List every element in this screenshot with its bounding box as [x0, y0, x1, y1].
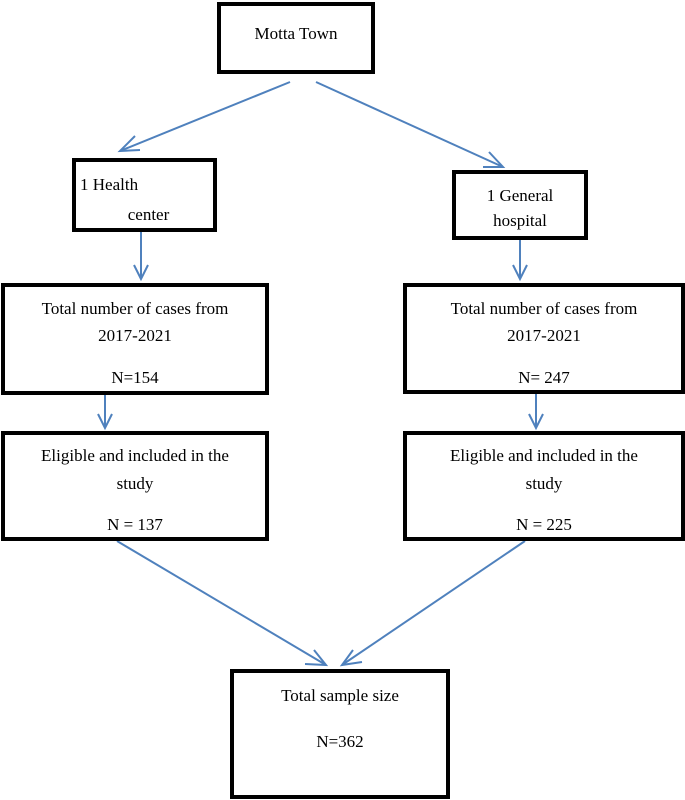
arrow-hc-total-to-eligible-head — [97, 413, 113, 431]
arrow-health-center-to-total-head — [133, 264, 149, 282]
node-gh-eligible: Eligible and included in the study N = 2… — [403, 431, 685, 541]
node-total-sample: Total sample size N=362 — [230, 669, 450, 799]
arrow-motta-to-general-hospital — [315, 81, 504, 168]
arrow-gh-total-to-eligible-head — [528, 413, 544, 431]
node-gh-eligible-line2: study — [525, 474, 563, 493]
arrow-gh-eligible-to-total-head — [339, 649, 363, 667]
node-gh-total-cases: Total number of cases from 2017-2021 N= … — [403, 283, 685, 394]
node-general-hospital-line2: hospital — [493, 211, 547, 230]
node-motta-town-label: Motta Town — [254, 24, 338, 43]
node-hc-eligible-line1: Eligible and included in the — [41, 446, 229, 465]
node-gh-total-cases-line2: 2017-2021 — [507, 326, 581, 345]
node-gh-eligible-line1: Eligible and included in the — [450, 446, 638, 465]
node-motta-town: Motta Town — [217, 2, 375, 74]
node-hc-eligible: Eligible and included in the study N = 1… — [1, 431, 269, 541]
node-general-hospital: 1 General hospital — [452, 170, 588, 240]
node-hc-total-cases: Total number of cases from 2017-2021 N=1… — [1, 283, 269, 395]
arrow-motta-to-health-center — [119, 81, 291, 152]
node-gh-total-cases-line1: Total number of cases from — [450, 299, 638, 318]
node-gh-eligible-count: N = 225 — [516, 515, 572, 534]
arrow-motta-to-general-hospital-head — [483, 151, 506, 168]
node-gh-total-cases-count: N= 247 — [518, 368, 570, 387]
arrow-hc-eligible-to-total — [116, 540, 327, 666]
node-health-center: 1 Health center — [72, 158, 217, 232]
node-hc-total-cases-line1: Total number of cases from — [41, 299, 229, 318]
node-general-hospital-line1: 1 General — [486, 186, 554, 205]
node-hc-total-cases-count: N=154 — [111, 368, 159, 387]
node-total-sample-count: N=362 — [316, 732, 364, 751]
node-total-sample-line1: Total sample size — [281, 686, 399, 705]
arrow-hc-eligible-to-total-head — [304, 649, 329, 667]
node-hc-total-cases-line2: 2017-2021 — [98, 326, 172, 345]
arrow-motta-to-health-center-head — [117, 135, 141, 153]
node-health-center-line2: center — [127, 205, 170, 224]
arrow-general-hospital-to-total-head — [512, 264, 528, 282]
node-hc-eligible-count: N = 137 — [107, 515, 163, 534]
node-hc-eligible-line2: study — [116, 474, 154, 493]
arrow-gh-eligible-to-total — [341, 540, 526, 666]
node-health-center-line1: 1 Health — [80, 175, 139, 194]
